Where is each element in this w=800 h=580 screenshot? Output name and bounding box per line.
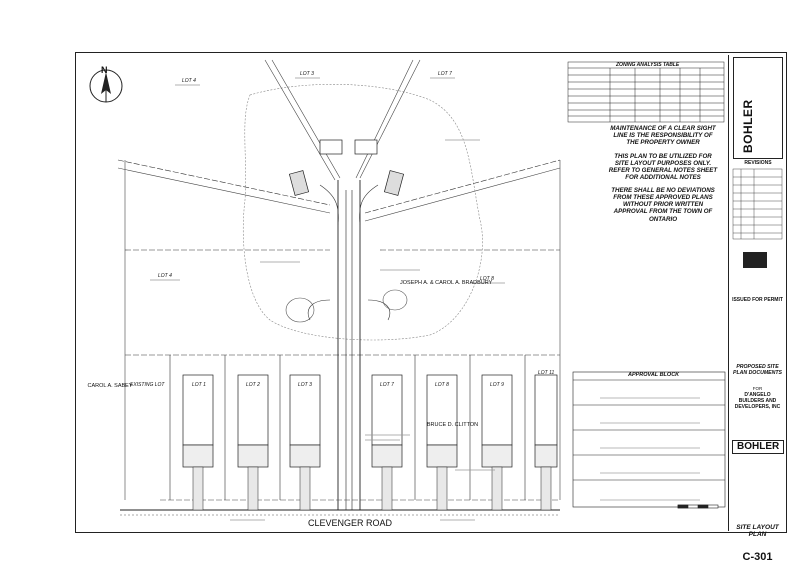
- lot-label: LOT 7: [380, 382, 394, 388]
- owner-label: BRUCE D. CLITTON: [426, 422, 479, 428]
- note-sight-line: MAINTENANCE OF A CLEAR SIGHT LINE IS THE…: [610, 125, 716, 147]
- document-title: PROPOSED SITE PLAN DOCUMENTS: [733, 364, 782, 376]
- issued-for-permit: ISSUED FOR PERMIT: [732, 297, 783, 303]
- lot-label: LOT 3: [300, 71, 314, 77]
- drawing-sheet: [75, 52, 787, 533]
- firm-logo-vertical: BOHLER: [741, 99, 755, 153]
- for-label: FOR: [752, 386, 763, 391]
- lot-label: LOT 4: [158, 273, 172, 279]
- north-arrow-label: N: [101, 65, 108, 75]
- revisions-title: REVISIONS: [744, 160, 772, 166]
- owner-label: JOSEPH A. & CAROL A. BRADBURY: [400, 280, 493, 286]
- firm-logo-small: BOHLER: [732, 440, 784, 454]
- revisions-table: [732, 168, 783, 240]
- call-before-dig-logo: [743, 252, 767, 268]
- lot-label: LOT 9: [490, 382, 504, 388]
- lot-label: LOT 4: [182, 78, 196, 84]
- lot-label: LOT 7: [438, 71, 452, 77]
- note-no-deviations: THERE SHALL BE NO DEVIATIONS FROM THESE …: [611, 187, 715, 223]
- approval-block-title: APPROVAL BLOCK: [628, 372, 680, 378]
- lot-label: LOT 3: [298, 382, 312, 388]
- lot-label: EXISTING LOT: [130, 382, 165, 388]
- zoning-table-title: ZONING ANALYSIS TABLE: [616, 62, 680, 68]
- firm-logo-box: BOHLER: [733, 57, 783, 159]
- title-block: BOHLER REVISIONS ISSUED FOR PERMIT PROPO…: [728, 55, 785, 563]
- lot-label: LOT 8: [435, 382, 449, 388]
- sheet-number: C-301: [742, 551, 773, 563]
- lot-label: LOT 2: [246, 382, 260, 388]
- lot-label: LOT 11: [538, 370, 555, 376]
- sheet-title: SITE LAYOUT PLAN: [736, 524, 779, 539]
- lot-label: LOT 8: [480, 276, 494, 282]
- note-site-purpose: THIS PLAN TO BE UTILIZED FOR SITE LAYOUT…: [608, 153, 718, 182]
- lot-label: LOT 1: [192, 382, 206, 388]
- firm-logo-text: BOHLER: [737, 441, 780, 452]
- owner-label: CAROL A. SABEY: [87, 383, 133, 389]
- road-name: CLEVENGER ROAD: [308, 518, 393, 528]
- client-name: D'ANGELO BUILDERS AND DEVELOPERS, INC: [734, 392, 781, 410]
